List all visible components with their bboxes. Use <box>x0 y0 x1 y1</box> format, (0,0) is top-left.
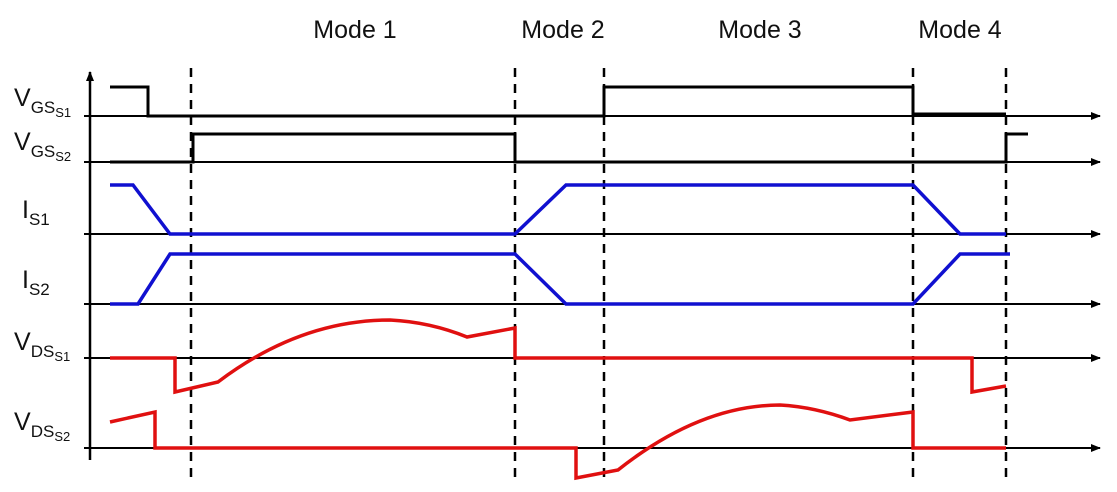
mode-3-label: Mode 3 <box>718 16 802 44</box>
mode-1-label: Mode 1 <box>313 16 397 44</box>
label-vds-s2: VDSS2 <box>14 408 71 444</box>
current-signals <box>110 183 1010 306</box>
mode-4-label: Mode 4 <box>918 16 1002 44</box>
wave-vgs-s2 <box>110 132 1028 164</box>
label-vgs-s2: VGSS2 <box>14 128 72 164</box>
label-vgs-s1: VGSS1 <box>14 84 72 120</box>
mode-2-label: Mode 2 <box>521 16 605 44</box>
wave-vgs-s1 <box>110 85 1006 118</box>
label-is2: IS2 <box>22 266 50 299</box>
voltage-signals <box>109 318 1007 481</box>
label-vds-s1: VDSS1 <box>14 328 71 364</box>
label-is1: IS1 <box>22 196 50 229</box>
wave-is2 <box>110 252 1010 306</box>
wave-vds-s2 <box>109 403 1006 481</box>
time-axes <box>84 112 1101 452</box>
mode-boundaries <box>189 68 1008 480</box>
wave-is1 <box>110 183 1006 236</box>
wave-vds-s1 <box>110 318 1007 395</box>
gate-signals <box>110 85 1028 164</box>
